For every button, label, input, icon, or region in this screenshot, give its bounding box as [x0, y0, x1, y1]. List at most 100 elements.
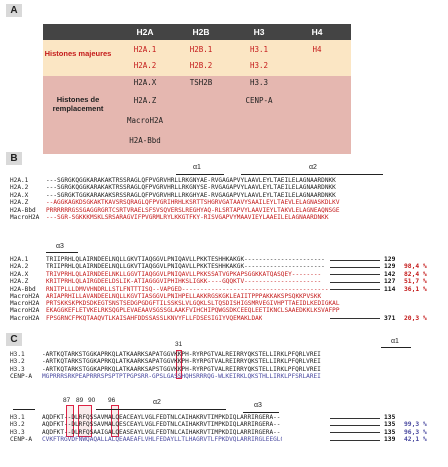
highlight-96 [111, 405, 119, 437]
helix-a1-short-bar-c [13, 409, 35, 410]
identity-percent: 42,1 % [404, 436, 427, 444]
seq-text: -ARTKQTARKSTGGKAPRKQLATKAARKSAPSTGGVKKPH… [42, 365, 321, 373]
identity-percent: 36,1 % [404, 285, 427, 293]
seq-name: H2A.1 [10, 177, 29, 184]
seq-text: ---SGRGKTGGKARAKAKSRSSRAGLQFPVGRVHRLLRKG… [46, 191, 336, 199]
seq-length: 129 [384, 256, 396, 263]
header-h2b: H2B [192, 27, 210, 37]
panel-label-c: C [6, 333, 22, 346]
seq-text: -ARTKQTARKSTGGKAPRKQLATKAARKSAPATGGVKKPH… [42, 351, 321, 358]
major-label: Histones majeures [44, 49, 112, 58]
alignment-end-line [330, 318, 380, 320]
seq-text: AQDFKT--DLRFQSSAVMALQESCEAYLVGLFEDTNLCAI… [42, 421, 281, 429]
seq-length: 142 [384, 270, 396, 278]
helix-a2-bar-b [241, 174, 383, 175]
position-90: 90 [88, 397, 96, 404]
header-h4: H4 [311, 27, 323, 37]
seq-length: 135 [384, 414, 396, 421]
seq-name: H2A.Z [10, 199, 29, 207]
seq-length: 135 [384, 428, 396, 436]
major-h3-1: H3.1 [249, 45, 269, 54]
position-87: 87 [63, 397, 71, 404]
identity-percent: 82,4 % [404, 270, 427, 278]
helix-a1-label-b: α1 [193, 164, 201, 171]
seq-name: H2A-Bbd [10, 285, 36, 293]
rep-h3-1: H3.3 [249, 78, 269, 87]
helix-a2-bar-c [96, 409, 226, 410]
replacement-label: Histones de remplacement [52, 95, 104, 113]
seq-text: EKAGGKEFLETVKELRKSQGPLEVAEAAVSGSSGLAAKFV… [46, 307, 340, 315]
header-h3: H3 [253, 27, 265, 37]
seq-text: --AGGKAGKDSGKAKTKAVSRSQRAGLQFPVGRIHRHLKS… [46, 199, 340, 207]
replacement-row: Histones de remplacement H2A.X H2A.Z Mac… [43, 76, 351, 154]
identity-percent: 99,3 % [404, 421, 427, 429]
highlight-87 [66, 405, 74, 437]
seq-text: CVKFTRGVDFNWQAQALLALQEAAEAFLVHLFEDAYLLTL… [42, 436, 282, 444]
helix-a1-bar-c [381, 347, 411, 348]
header-h2a: H2A [136, 27, 154, 37]
identity-percent: 51,7 % [404, 278, 427, 286]
identity-percent: 20,3 % [404, 314, 427, 322]
highlight-89-90 [78, 405, 92, 437]
alignment-end-line [330, 281, 380, 283]
identity-percent: 98,4 % [404, 263, 427, 271]
seq-name: H2A.2 [10, 263, 29, 271]
major-h2a-1: H2A.1 [133, 45, 157, 54]
seq-name: MacroH2A [10, 214, 40, 221]
panel-label-b: B [6, 152, 22, 165]
seq-name: H3.1 [10, 351, 25, 358]
seq-name: H2A.X [10, 270, 29, 278]
major-h2b-2: H2B.2 [189, 61, 213, 70]
seq-name: H2A.Z [10, 278, 29, 286]
seq-length: 139 [384, 436, 396, 444]
seq-name: CENP-A [10, 373, 33, 381]
alignment-end-line [330, 259, 380, 261]
seq-text: TRIIPRHLQLAIRNDEELNQLLGKVTIAQGGVLPNIQAVL… [46, 256, 325, 263]
major-h2b-1: H2B.1 [189, 45, 213, 54]
position-89: 89 [76, 397, 84, 404]
seq-text: AQDFKT--DLRFQSSAVMALQEACEAYLVGLFEDTNLCAI… [42, 414, 281, 421]
seq-text: MGPRRRSRKPEAPRRRSPSPTPTPGPSRR-GPSLGASSHQ… [42, 373, 321, 381]
helix-a3-label-c: α3 [254, 402, 262, 409]
seq-name: H3.1 [10, 414, 25, 421]
seq-text: ---SGR-SGKKKMSKLSRSARAGVIFPVGRMLRYLKKGTF… [46, 214, 329, 221]
seq-name: MacroH2A [10, 300, 40, 307]
seq-text: RNITPLLLDMVVHNDRLLSTLFNTTTISQ--VAPGED---… [46, 285, 329, 293]
seq-name: H3.3 [10, 365, 25, 373]
rep-h2a-1: H2A.X [133, 78, 157, 87]
seq-name: H3.2 [10, 358, 25, 366]
major-h2a-2: H2A.2 [133, 61, 157, 70]
rep-h2a-2: H2A.Z [133, 96, 157, 105]
seq-length: 371 [384, 314, 396, 322]
helix-a2-label-b: α2 [309, 164, 317, 171]
table-header: H2A H2B H3 H4 [43, 24, 351, 40]
seq-name: H2A.X [10, 191, 29, 199]
rep-h2b-1: TSH2B [189, 78, 213, 87]
seq-text: -ARTKQTARKSTGGKAPRKQLATKAARKSAPATGGVKKPH… [42, 358, 321, 366]
rep-h3-2: CENP-A [245, 96, 273, 105]
alignment-end-line [330, 289, 380, 291]
seq-name: H2A-Bbd [10, 206, 36, 214]
seq-text: FPSGRNCFPKQTAAQVTLKAISAHFDDSSASSLKNVYFLL… [46, 314, 263, 322]
position-31: 31 [175, 341, 183, 348]
seq-text: PRTSKKSKPKDSDKEGTSNSTSEDGPGDGFTILSSKSLVL… [46, 300, 340, 307]
seq-name: MacroH2A [10, 307, 40, 315]
major-h4: H4 [312, 45, 322, 54]
seq-text: ---SGRGKQGGKARAKAKTRSSRAGLQFPVGRVHRLLRKG… [46, 184, 336, 192]
alignment-end-line [330, 417, 380, 419]
major-row: Histones majeures H2A.1 H2A.2 H2B.1 H2B.… [43, 40, 351, 76]
identity-percent: 96,3 % [404, 428, 427, 436]
helix-a3-label-b: α3 [56, 243, 64, 250]
rep-h2a-3: MacroH2A [126, 116, 164, 125]
seq-text: TRIVPRHLQLAIRNDEELNKLLGGVTIAQGGVLPNIQAVL… [46, 270, 322, 278]
seq-text: ARIAPRHILLAVANDEELNQLLKGVTIASGGVLPNIHPEL… [46, 293, 322, 300]
alignment-end-line [330, 439, 380, 441]
alignment-end-line [330, 432, 380, 434]
highlight-31 [176, 350, 182, 379]
seq-text: PRRRRRRGSSGAGGRGRTCSRTVRAELSFSVSQVERSLRE… [46, 206, 340, 214]
seq-name: H3.3 [10, 428, 25, 436]
alignment-end-line [330, 266, 380, 268]
seq-name: CENP-A [10, 436, 33, 444]
seq-text: ---SGRGKQGGKARAKAKTRSSRAGLQFPVGRVHRLLRKG… [46, 177, 336, 184]
helix-a1-bar-b [176, 174, 224, 175]
